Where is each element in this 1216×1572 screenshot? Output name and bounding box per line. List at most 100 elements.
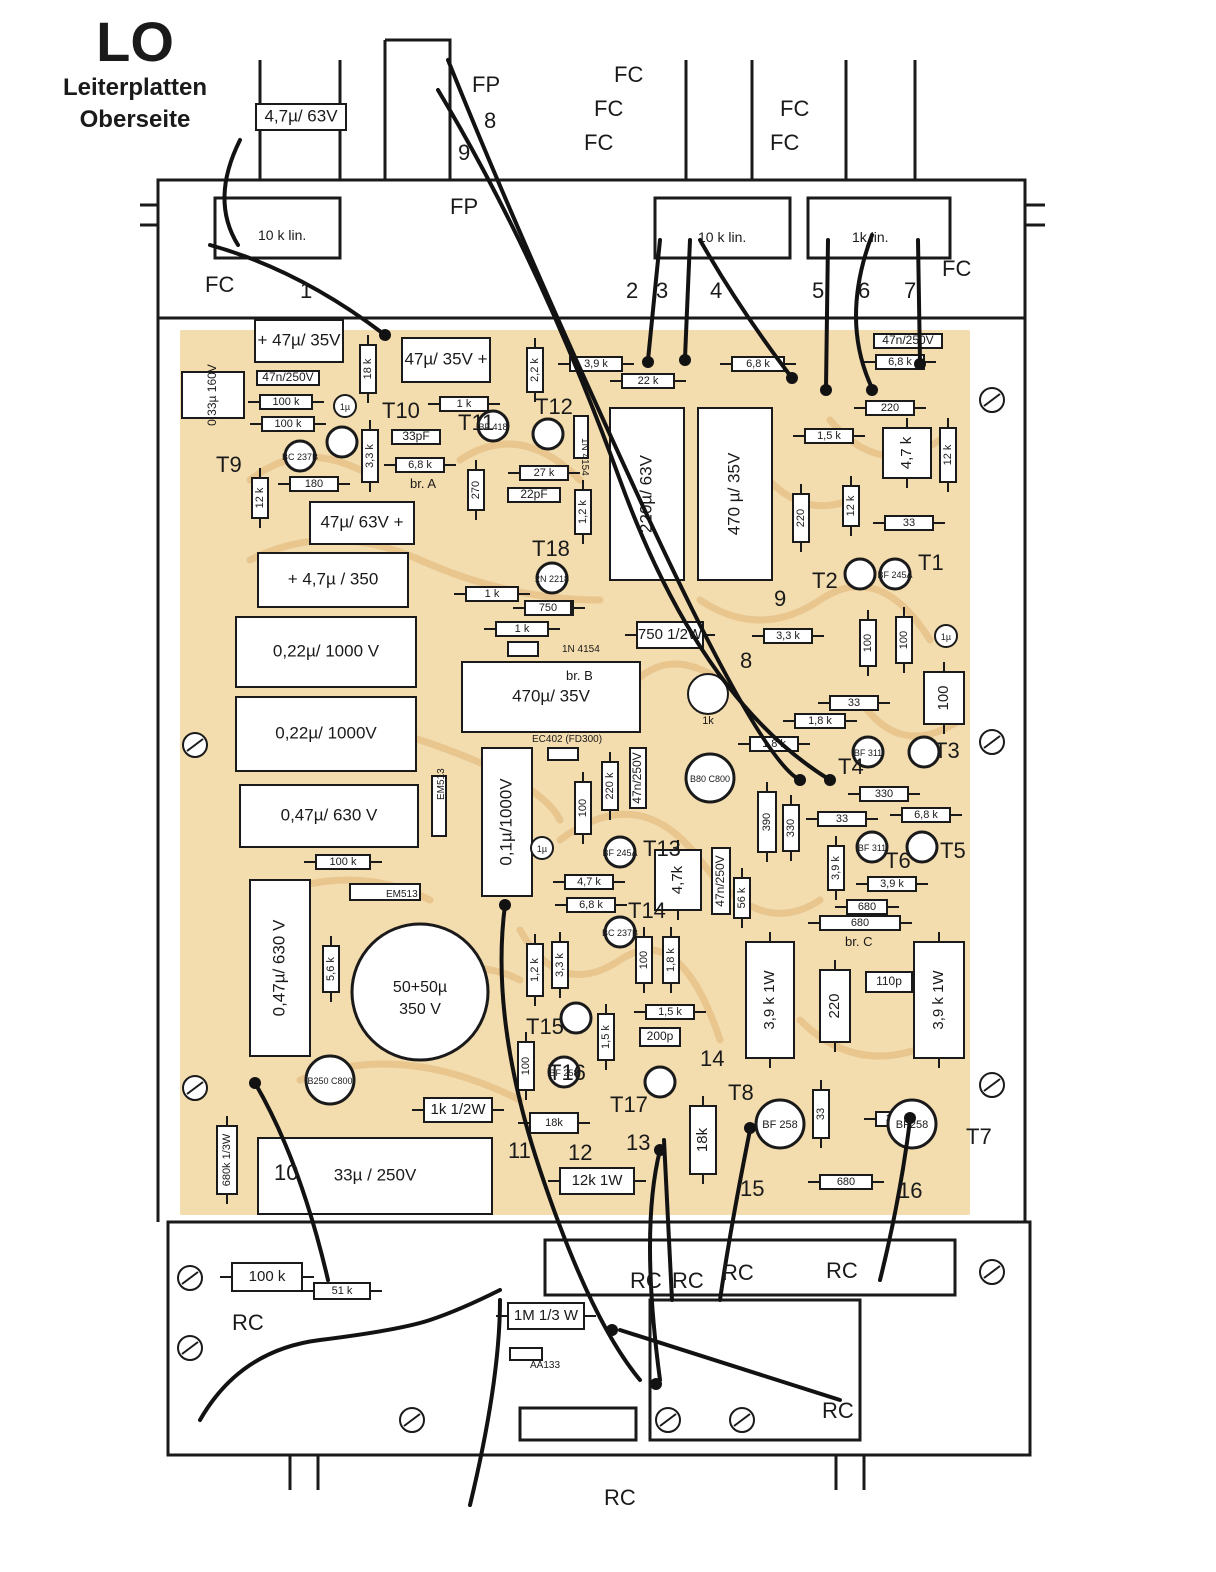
resistor-label: 330 — [785, 819, 797, 837]
transistor-label: T6 — [885, 848, 911, 873]
bridge-label: br. C — [845, 934, 872, 949]
capacitor-body — [639, 1027, 681, 1047]
resistor-body — [231, 1262, 303, 1292]
wire-tag: FC — [770, 130, 799, 155]
pot-label: 10 k lin. — [698, 229, 746, 245]
capacitor-body — [181, 371, 245, 419]
transistor-label: T12 — [535, 394, 573, 419]
resistor-label: 33 — [848, 697, 860, 709]
diode-body — [431, 775, 447, 837]
wires — [198, 58, 926, 1507]
transistor-label: T2 — [812, 568, 838, 593]
diode-body — [573, 415, 589, 459]
transistor-type: BF 245A — [877, 570, 912, 580]
transistor-label: T17 — [610, 1092, 648, 1117]
capacitor-label: 22pF — [520, 487, 547, 501]
transistor-body — [886, 1098, 938, 1150]
transistor-body — [851, 735, 885, 769]
wire — [878, 1118, 912, 1282]
wire — [198, 1288, 502, 1422]
transistor-label: T10 — [382, 398, 420, 423]
resistor-label: 6,8 k — [408, 459, 432, 471]
resistor-label: 33 — [836, 813, 848, 825]
solder-point — [654, 1144, 666, 1156]
resistor-label: 100 — [935, 685, 952, 710]
screw-slot — [186, 738, 204, 752]
pcb-trace — [246, 536, 604, 604]
resistor-label: 3,9 k 1W — [761, 970, 778, 1030]
pcb-trace — [696, 583, 934, 644]
resistor-label: 220 — [826, 993, 843, 1018]
capacitor-label: 50+50µ — [393, 979, 447, 996]
solder-point — [249, 1077, 261, 1089]
transistor-type: BF 258 — [549, 1068, 578, 1078]
resistor-label: 51 k — [332, 1285, 353, 1297]
solder-point — [904, 1112, 916, 1124]
wire — [648, 1148, 662, 1382]
diode-body — [547, 747, 579, 761]
pcb-trace — [516, 926, 724, 1044]
wire-number: 2 — [626, 278, 638, 303]
resistor-label: 3,9 k — [830, 856, 842, 880]
diode-body — [509, 1347, 543, 1361]
solder-point — [679, 354, 691, 366]
resistor-label: 680 — [858, 901, 876, 913]
wire — [718, 1128, 752, 1302]
transistor-type: BF258 — [896, 1119, 928, 1131]
resistor-label: 270 — [470, 481, 482, 499]
resistor-label: 5,6 k — [325, 957, 337, 981]
resistor-label: 12 k — [845, 495, 857, 516]
capacitor-body — [235, 616, 417, 688]
transistor-type: BF 311 — [854, 748, 882, 758]
capacitor-body — [249, 879, 311, 1057]
resistor-label: 1M 1/3 W — [514, 1307, 579, 1324]
resistor-label: 1,5 k — [600, 1025, 612, 1049]
mounting-screws — [177, 387, 1005, 1433]
capacitor-small — [530, 836, 554, 860]
resistor-label: 6,8 k — [888, 356, 912, 368]
resistor-label: 100 — [577, 799, 589, 817]
capacitor-body — [256, 370, 320, 386]
rectifier-label: B80 C800 — [690, 774, 730, 784]
wire — [854, 233, 874, 390]
screw-slot — [983, 1265, 1001, 1279]
screw-slot — [983, 393, 1001, 407]
transistor-label: T16 — [548, 1060, 586, 1085]
wire — [253, 1081, 330, 1282]
capacitor-label: 470µ/ 35V — [512, 686, 591, 705]
resistor-label: 18 k — [362, 358, 374, 379]
transistor-type: BC 237B — [602, 928, 638, 938]
solder-point — [820, 384, 832, 396]
wire — [468, 1298, 502, 1507]
diode-body — [349, 883, 421, 901]
resistor-label: 12 k — [254, 487, 266, 508]
resistor-label: 220 k — [604, 772, 616, 799]
resistor-body — [882, 427, 932, 479]
resistor-label: 1,5 k — [817, 430, 841, 442]
diode-label: 1N 4154 — [562, 644, 600, 655]
transistor-body — [603, 835, 637, 869]
bridge-label: br. A — [410, 476, 436, 491]
resistor-label: 680k 1/3W — [221, 1133, 233, 1186]
resistor-label: 3,9 k 1W — [930, 970, 947, 1030]
diode-label: EM513 — [386, 889, 418, 900]
resistor-label: 1 k — [457, 398, 472, 410]
wire-number: 8 — [484, 108, 496, 133]
wire-number: 4 — [710, 278, 722, 303]
resistor-body — [745, 941, 795, 1059]
resistor-label: 4,7 k — [577, 876, 601, 888]
screw-slot — [983, 735, 1001, 749]
wire-number: 15 — [740, 1176, 764, 1201]
wire-tag: FC — [594, 96, 623, 121]
wire-number: 13 — [626, 1130, 650, 1155]
resistor-label: 4,7k — [669, 865, 686, 894]
solder-point — [866, 384, 878, 396]
capacitor-label: 110p — [876, 974, 902, 988]
wire — [222, 138, 242, 247]
transistor-type: 2N 2218 — [535, 574, 569, 584]
capacitor-label: + 4,7µ / 350 — [288, 569, 379, 588]
capacitor-label: 1µ — [340, 402, 350, 412]
resistor-label: 2,2 k — [529, 358, 541, 382]
capacitor-label: 1µ — [537, 844, 547, 854]
